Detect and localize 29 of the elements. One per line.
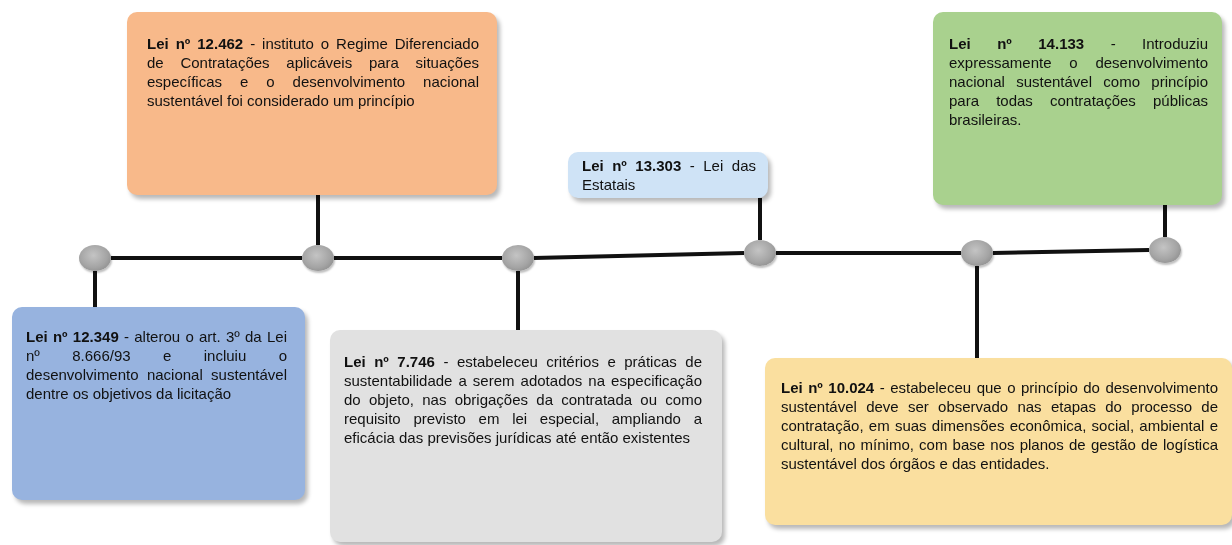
box-text: Lei nº 12.462 - instituto o Regime Diferenciado de Contratações aplicáveis para situações específicas e o desenvolvimento nacional sustentável foi considerado um princípio [147, 34, 479, 111]
connector-line [111, 256, 302, 260]
box-text: Lei nº 7.746 - estabeleceu critérios e práticas de sustentabilidade a serem adotados na especificação do objeto, nas obrigações da contratada ou como requisito previsto em lei especial, ampliando a eficácia das previsões jurídicas até então existentes [344, 352, 702, 448]
timeline-box [330, 330, 722, 542]
timeline-box [12, 307, 305, 500]
timeline-dot [744, 240, 776, 266]
box-text: Lei nº 13.303 - Lei das Estatais [582, 155, 756, 195]
timeline-box [765, 358, 1232, 525]
timeline-dot [961, 240, 993, 266]
box-text: Lei nº 12.349 - alterou o art. 3º da Lei nº 8.666/93 e incluiu o desenvolvimento nacional sustentável dentre os objetivos da licitação [26, 327, 287, 404]
connector-line [776, 251, 961, 255]
timeline-box [127, 12, 497, 195]
connector-line [93, 271, 97, 307]
box-text: Lei nº 10.024 - estabeleceu que o princípio do desenvolvimento sustentável deve ser observado nas etapas do processo de contratação, em suas dimensões econômica, social, ambiental e cultural, no mínimo, com base nos planos de gestão de logística sustentável dos órgãos e das entidades. [781, 378, 1218, 474]
connector-line [992, 248, 1150, 255]
timeline-dot [502, 245, 534, 271]
box-text: Lei nº 14.133 - Introduziu expressamente o desenvolvimento nacional sustentável como princípio para todas contratações públicas brasileiras. [949, 34, 1208, 130]
connector-line [334, 256, 502, 260]
connector-line [758, 198, 762, 240]
connector-line [1163, 205, 1167, 237]
connector-line [316, 195, 320, 245]
connector-line [533, 251, 745, 260]
connector-line [516, 271, 520, 330]
timeline-box [568, 152, 768, 198]
timeline-dot [302, 245, 334, 271]
connector-line [975, 266, 979, 358]
timeline-dot [79, 245, 111, 271]
timeline-dot [1149, 237, 1181, 263]
timeline-box [933, 12, 1222, 205]
